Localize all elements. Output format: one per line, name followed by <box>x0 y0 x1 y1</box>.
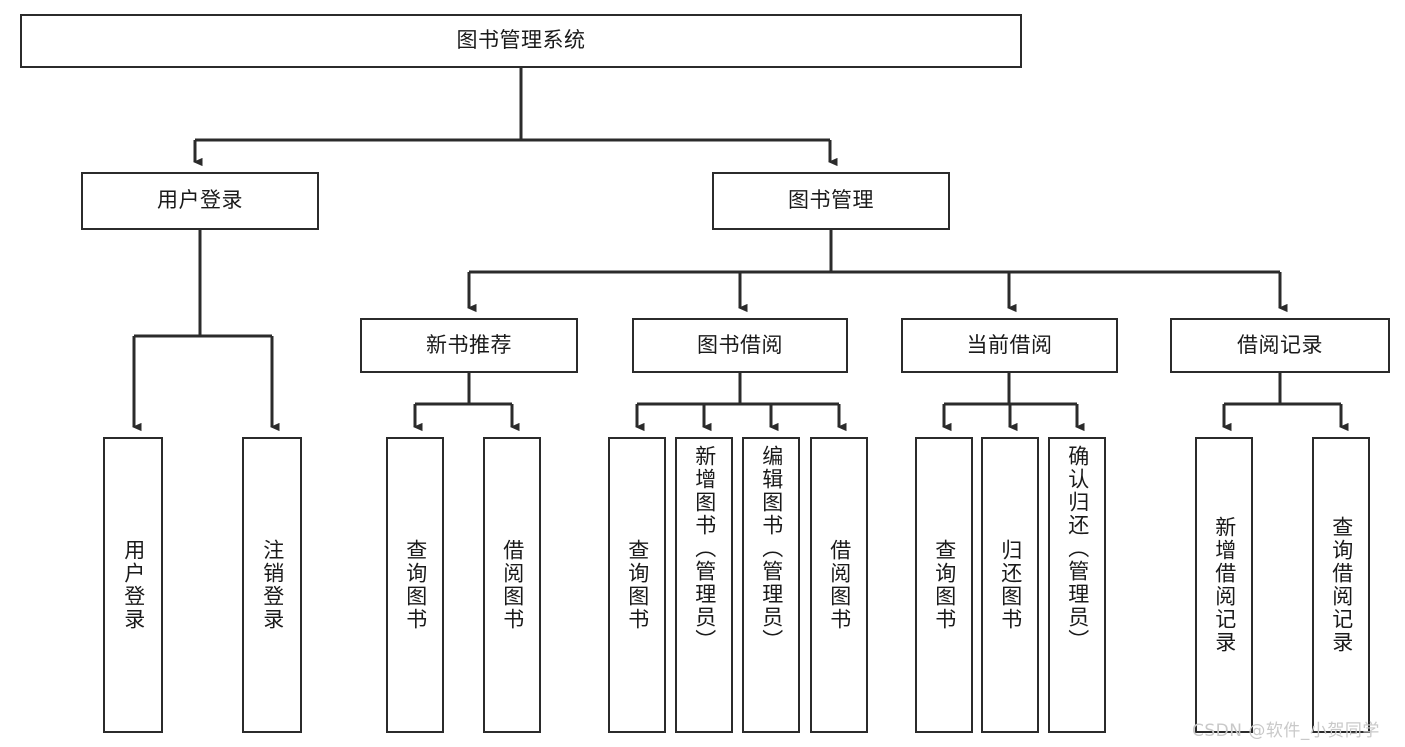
node-current-borrow[interactable]: 当前借阅 <box>901 318 1118 373</box>
node-current-borrow-label: 当前借阅 <box>966 332 1053 357</box>
node-leaf-confirm-return[interactable]: 确认归还（管理员） <box>1048 437 1106 733</box>
node-leaf-edit-book-label: 编辑图书（管理员） <box>759 445 784 652</box>
node-book-manage[interactable]: 图书管理 <box>712 172 950 230</box>
node-leaf-add-book-label: 新增图书（管理员） <box>692 445 717 652</box>
node-leaf-borrow-book-2[interactable]: 借阅图书 <box>810 437 868 733</box>
node-leaf-query-record[interactable]: 查询借阅记录 <box>1312 437 1370 733</box>
node-book-manage-label: 图书管理 <box>788 188 874 213</box>
node-leaf-add-record[interactable]: 新增借阅记录 <box>1195 437 1253 733</box>
node-borrow-record[interactable]: 借阅记录 <box>1170 318 1390 373</box>
node-leaf-add-book[interactable]: 新增图书（管理员） <box>675 437 733 733</box>
node-root[interactable]: 图书管理系统 <box>20 14 1022 68</box>
node-leaf-logout-label: 注销登录 <box>260 539 285 631</box>
node-leaf-add-record-label: 新增借阅记录 <box>1212 516 1237 654</box>
node-leaf-return-book-label: 归还图书 <box>998 539 1023 631</box>
node-leaf-query-book-3-label: 查询图书 <box>932 539 957 631</box>
node-leaf-confirm-return-label: 确认归还（管理员） <box>1065 445 1090 652</box>
node-book-borrow[interactable]: 图书借阅 <box>632 318 848 373</box>
node-root-label: 图书管理系统 <box>456 28 586 53</box>
node-leaf-query-book-1-label: 查询图书 <box>403 539 428 631</box>
node-leaf-logout[interactable]: 注销登录 <box>242 437 302 733</box>
node-new-book-recommend[interactable]: 新书推荐 <box>360 318 578 373</box>
node-new-book-recommend-label: 新书推荐 <box>426 332 512 357</box>
node-leaf-user-login[interactable]: 用户登录 <box>103 437 163 733</box>
node-leaf-query-book-3[interactable]: 查询图书 <box>915 437 973 733</box>
node-leaf-query-record-label: 查询借阅记录 <box>1329 516 1354 654</box>
node-leaf-borrow-book-2-label: 借阅图书 <box>827 539 852 631</box>
node-borrow-record-label: 借阅记录 <box>1237 332 1323 357</box>
node-leaf-query-book-2[interactable]: 查询图书 <box>608 437 666 733</box>
node-leaf-edit-book[interactable]: 编辑图书（管理员） <box>742 437 800 733</box>
node-leaf-user-login-label: 用户登录 <box>121 539 146 631</box>
node-leaf-borrow-book-1[interactable]: 借阅图书 <box>483 437 541 733</box>
node-leaf-borrow-book-1-label: 借阅图书 <box>500 539 525 631</box>
node-leaf-return-book[interactable]: 归还图书 <box>981 437 1039 733</box>
node-book-borrow-label: 图书借阅 <box>697 332 783 357</box>
node-leaf-query-book-1[interactable]: 查询图书 <box>386 437 444 733</box>
node-user-login[interactable]: 用户登录 <box>81 172 319 230</box>
node-user-login-label: 用户登录 <box>157 188 243 213</box>
node-leaf-query-book-2-label: 查询图书 <box>625 539 650 631</box>
